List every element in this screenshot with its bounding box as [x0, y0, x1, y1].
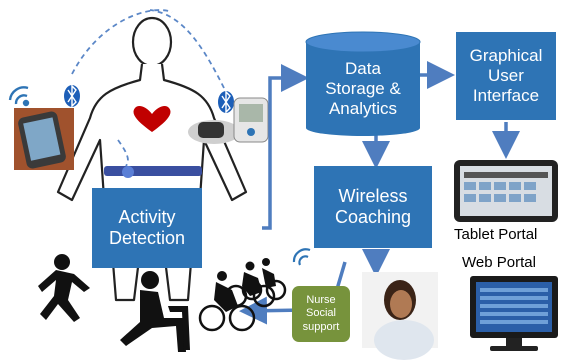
cyclists-icon	[198, 258, 287, 332]
data-storage-analytics-node: Data Storage & Analytics	[306, 52, 420, 126]
nurse-social-support-label: Nurse Social support	[302, 294, 340, 333]
wifi-icon	[292, 248, 311, 266]
graphical-user-interface-node: Graphical User Interface	[456, 32, 556, 120]
tablet-portal-label: Tablet Portal	[454, 226, 538, 243]
bluetooth-links	[71, 9, 225, 167]
heart-icon	[133, 106, 171, 132]
bluetooth-icon	[64, 84, 80, 108]
graphical-user-interface-label: Graphical User Interface	[469, 45, 543, 106]
runner-icon	[38, 254, 90, 322]
sitting-person-icon	[120, 271, 190, 352]
activity-detection-node: Activity Detection	[92, 188, 202, 268]
bluetooth-icon	[218, 90, 234, 114]
data-storage-analytics-label: Data Storage & Analytics	[325, 58, 401, 119]
blood-pressure-monitor-icon	[188, 97, 269, 144]
nurse-social-support-node: Nurse Social support	[292, 286, 350, 342]
monitor-icon	[470, 276, 558, 351]
web-portal-label: Web Portal	[462, 254, 536, 271]
data-storage-cylinder	[305, 31, 421, 136]
wifi-icon	[8, 86, 30, 107]
belt-sensor	[104, 166, 202, 176]
tablet-icon	[454, 160, 558, 222]
waist-sensor	[122, 166, 134, 178]
activity-detection-label: Activity Detection	[108, 206, 186, 248]
wireless-coaching-label: Wireless Coaching	[334, 185, 412, 227]
smartphone-icon	[14, 108, 74, 170]
nurse-photo	[362, 272, 438, 360]
wireless-coaching-node: Wireless Coaching	[314, 166, 432, 248]
